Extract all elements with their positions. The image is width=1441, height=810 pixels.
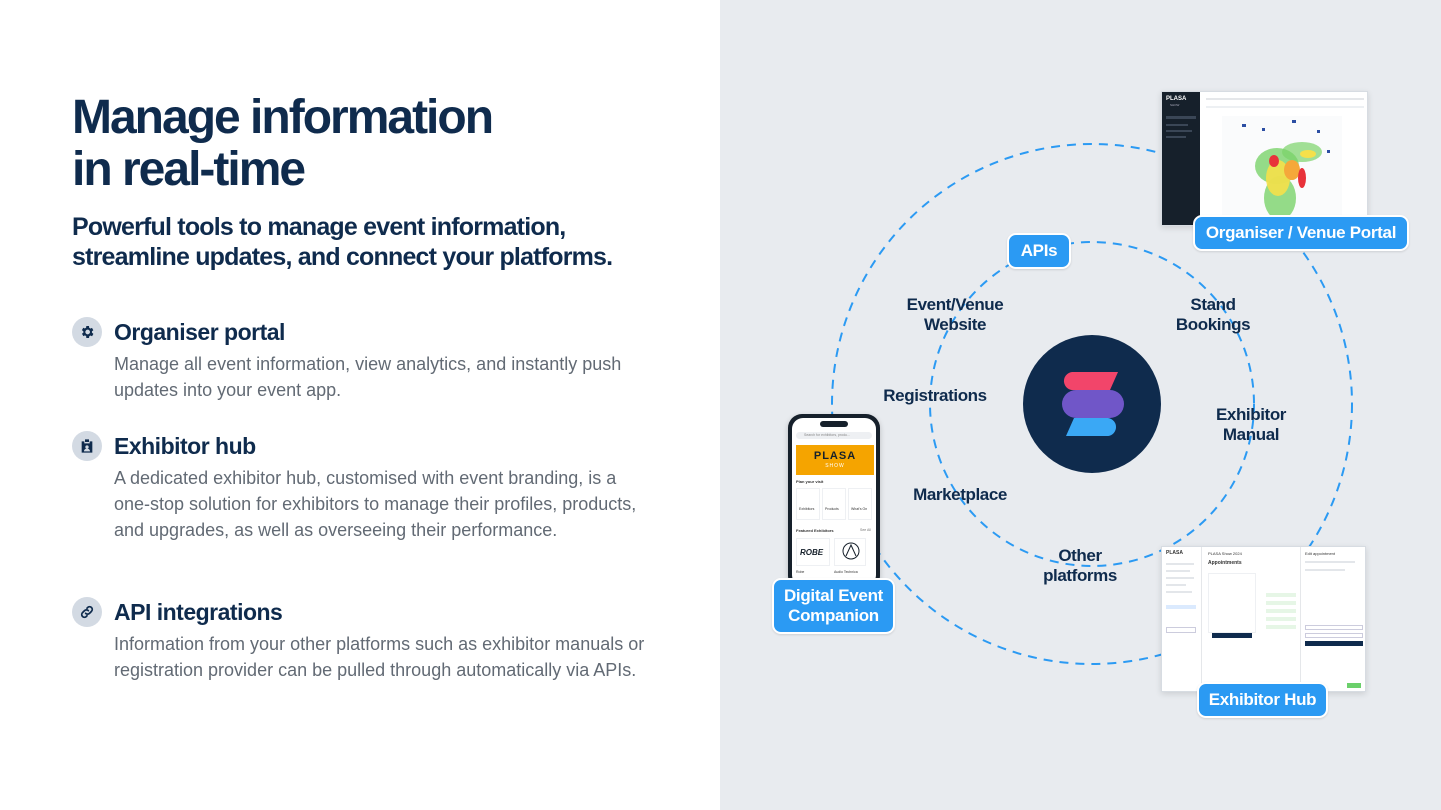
- label-event-website: Event/Venue Website: [906, 295, 1004, 334]
- label-other-platforms: Other platforms: [1043, 546, 1117, 585]
- link-icon: [72, 597, 102, 627]
- feature-title: Exhibitor hub: [114, 433, 256, 459]
- hub-side-panel: Edit appointment: [1300, 547, 1365, 691]
- phone-exhibitor-caption-2: Audio Technica: [834, 570, 858, 574]
- phone-exhibitor-card-audio[interactable]: [834, 538, 866, 566]
- feature-title: API integrations: [114, 599, 283, 625]
- phone-search-input[interactable]: Search for exhibitors, produ...: [796, 432, 872, 439]
- feature-description: Manage all event information, view analy…: [114, 354, 622, 400]
- phone-tile-products[interactable]: Products: [822, 488, 846, 520]
- logo-icon: [1062, 372, 1124, 437]
- exhibitor-hub-screenshot: PLASA PLASA Show 2024 Appointments Edit …: [1161, 546, 1366, 692]
- outer-ring: [831, 143, 1353, 665]
- diagram-panel: PLASA SHOW PLASA: [720, 0, 1441, 810]
- phone-featured-title: Featured Exhibitors: [796, 528, 834, 533]
- diagram-rings: [831, 143, 1353, 665]
- portal-sidebar: PLASA SHOW: [1162, 92, 1200, 225]
- phone-exhibitor-caption-1: Robe: [796, 570, 805, 574]
- page-title: Manage information in real-time: [72, 92, 672, 196]
- badge-icon: [72, 431, 102, 461]
- phone-brand-sub: SHOW: [825, 463, 845, 469]
- subtitle-line-1: Powerful tools to manage event informati…: [72, 213, 566, 241]
- gear-icon: [72, 317, 102, 347]
- feature-description: Information from your other platforms su…: [114, 634, 645, 680]
- page-subtitle: Powerful tools to manage event informati…: [72, 212, 692, 272]
- inner-ring: [929, 241, 1255, 567]
- audio-technica-logo-icon: [842, 542, 860, 560]
- label-exhibitor-manual: Exhibitor Manual: [1215, 405, 1287, 444]
- hub-section: Appointments: [1208, 560, 1242, 566]
- phone-see-all[interactable]: See All: [860, 528, 871, 532]
- phone-notch: [820, 421, 848, 427]
- heatmap: [1222, 116, 1342, 225]
- feature-description: A dedicated exhibitor hub, customised wi…: [114, 468, 637, 540]
- portal-brand: PLASA: [1166, 96, 1187, 102]
- phone-screen: Search for exhibitors, produ... PLASA SH…: [792, 418, 876, 586]
- pill-organiser-portal: Organiser / Venue Portal: [1193, 215, 1409, 251]
- label-marketplace: Marketplace: [913, 485, 1007, 504]
- hub-sidebar: PLASA: [1162, 547, 1202, 691]
- phone-tile-exhibitors[interactable]: Exhibitors: [796, 488, 820, 520]
- portal-brand-sub: SHOW: [1170, 103, 1180, 107]
- hub-brand: PLASA: [1166, 550, 1183, 556]
- subtitle-line-2: streamline updates, and connect your pla…: [72, 243, 613, 271]
- phone-banner: PLASA SHOW: [796, 445, 874, 475]
- organiser-portal-screenshot: PLASA SHOW: [1161, 91, 1368, 226]
- robe-logo: ROBE: [800, 548, 824, 557]
- pill-digital-companion: Digital Event Companion: [772, 578, 895, 634]
- feature-title: Organiser portal: [114, 319, 285, 345]
- hub-side-panel-title: Edit appointment: [1305, 551, 1336, 556]
- phone-mockup: Search for exhibitors, produ... PLASA SH…: [788, 414, 880, 590]
- label-stand-bookings: Stand Bookings: [1175, 295, 1251, 334]
- phone-plan-visit: Plan your visit: [796, 479, 824, 484]
- phone-brand: PLASA: [813, 450, 857, 462]
- pill-exhibitor-hub: Exhibitor Hub: [1197, 682, 1328, 718]
- title-line-2: in real-time: [72, 143, 306, 196]
- hub-title: PLASA Show 2024: [1208, 551, 1242, 556]
- pill-digital-companion-line-1: Digital Event: [783, 586, 884, 605]
- label-registrations: Registrations: [883, 386, 987, 405]
- title-line-1: Manage information: [72, 91, 494, 144]
- left-panel: Manage information in real-time Powerful…: [0, 0, 720, 810]
- pill-digital-companion-line-2: Companion: [788, 606, 879, 625]
- phone-tile-whats-on[interactable]: What's On: [848, 488, 872, 520]
- phone-exhibitor-card-robe[interactable]: ROBE: [796, 538, 830, 566]
- pill-apis: APIs: [1007, 233, 1071, 269]
